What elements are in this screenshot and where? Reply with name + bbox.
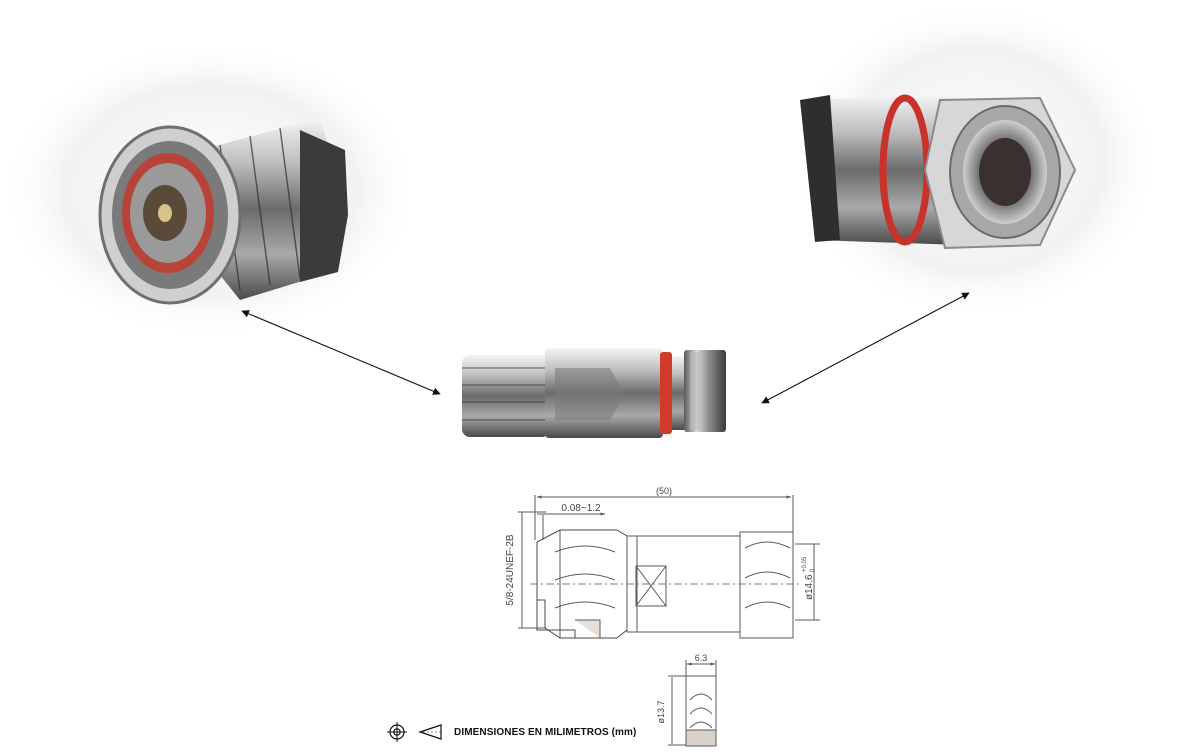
- technical-drawing: [518, 495, 820, 639]
- outer-diameter-label: ø14.6: [804, 574, 815, 600]
- rear-closeup-photo: [790, 0, 1160, 320]
- thread-spec-label: 5/8-24UNEF-2B: [505, 534, 516, 605]
- front-view-arrow: [241, 310, 441, 395]
- crosshair-projection-icon: [387, 722, 407, 742]
- cone-projection-icon: [418, 724, 443, 740]
- detail-width-label: 6.3: [695, 653, 708, 663]
- front-closeup-photo: [0, 40, 420, 340]
- overall-length-label: (50): [656, 486, 672, 496]
- ferrule-detail-drawing: [668, 660, 717, 747]
- detail-diameter-label: ø13.7: [656, 700, 666, 723]
- connector-photo: [462, 348, 726, 438]
- projection-legend: DIMENSIONES EN MILIMETROS (mm): [386, 720, 636, 744]
- gap-range-label: 0.08~1.2: [561, 503, 601, 514]
- rear-view-arrow: [761, 292, 970, 404]
- outer-diameter-tolerance-lower: 0: [810, 568, 816, 572]
- outer-diameter-tolerance-upper: +0.05: [802, 556, 808, 572]
- units-caption: DIMENSIONES EN MILIMETROS (mm): [454, 726, 637, 738]
